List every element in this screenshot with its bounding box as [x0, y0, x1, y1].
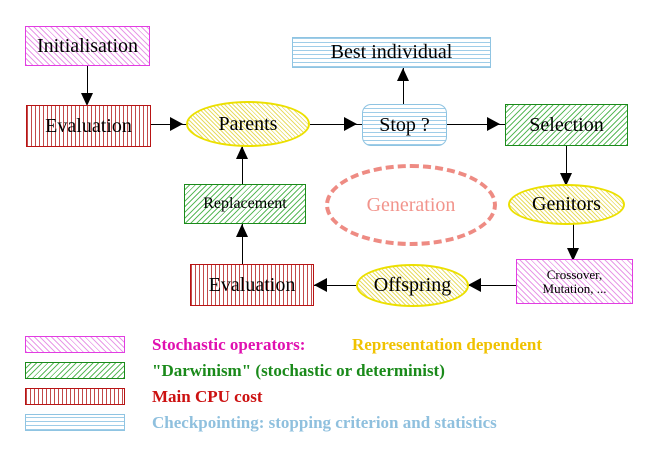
node-replacement[interactable]: Replacement: [184, 184, 306, 224]
node-initialisation-label: Initialisation: [36, 34, 139, 57]
node-crossover-mutation[interactable]: Crossover, Mutation, ...: [516, 259, 633, 304]
legend-label-stochastic: Stochastic operators:: [152, 335, 306, 354]
legend-swatch-magenta: [25, 336, 125, 353]
legend-swatch-blue: [25, 414, 125, 431]
node-genitors[interactable]: Genitors: [508, 184, 625, 225]
legend-label-darwinism: "Darwinism" (stochastic or determinist): [152, 361, 445, 380]
arrowhead-selection-to-genitors: [560, 173, 572, 186]
node-evaluation-top[interactable]: Evaluation: [26, 105, 151, 147]
legend-row-checkpointing: Checkpointing: stopping criterion and st…: [0, 413, 662, 440]
node-evaluation-top-label: Evaluation: [45, 114, 132, 137]
legend-label-representation: Representation dependent: [352, 335, 542, 354]
legend-row-stochastic: Stochastic operators: Representation dep…: [0, 335, 662, 362]
node-best-individual-label: Best individual: [330, 41, 453, 63]
arrowhead-init-to-eval: [81, 93, 93, 106]
arrowhead-crossover-to-offspring: [468, 278, 481, 292]
node-parents-label: Parents: [218, 112, 278, 135]
edge-parents-to-stop: [310, 124, 363, 125]
edge-init-to-eval: [87, 66, 88, 98]
arrowhead-parents-to-stop: [344, 117, 357, 131]
node-offspring-label: Offspring: [373, 274, 452, 296]
node-crossover-label-line2: Mutation, ...: [542, 280, 607, 296]
node-offspring[interactable]: Offspring: [356, 264, 469, 307]
edge-stop-to-selection: [447, 124, 507, 125]
legend-swatch-red: [25, 388, 125, 405]
legend-label-cpu: Main CPU cost: [152, 387, 263, 406]
legend-swatch-green: [25, 362, 125, 379]
node-parents[interactable]: Parents: [186, 101, 310, 147]
edge-stop-to-best: [403, 68, 404, 106]
arrowhead-stop-to-selection: [487, 117, 500, 131]
arrowhead-genitors-to-crossover: [567, 248, 579, 261]
node-stop[interactable]: Stop ?: [362, 104, 447, 146]
arrowhead-offspring-to-eval: [314, 278, 327, 292]
node-best-individual[interactable]: Best individual: [292, 37, 491, 68]
node-selection-label: Selection: [529, 113, 604, 136]
legend-row-darwinism: "Darwinism" (stochastic or determinist): [0, 361, 662, 388]
node-crossover-label-line1: Crossover,: [546, 266, 603, 282]
legend-label-checkpointing: Checkpointing: stopping criterion and st…: [152, 413, 497, 432]
node-evaluation-bottom-label: Evaluation: [208, 273, 296, 296]
arrowhead-eval-to-parents: [170, 117, 183, 131]
edge-replacement-to-parents: [242, 146, 243, 184]
node-generation: Generation: [325, 164, 497, 246]
node-replacement-label: Replacement: [203, 194, 287, 212]
legend: Stochastic operators: Representation dep…: [0, 335, 662, 440]
node-selection[interactable]: Selection: [505, 104, 628, 146]
edge-offspring-to-eval: [314, 285, 357, 286]
node-evaluation-bottom[interactable]: Evaluation: [190, 264, 314, 306]
arrowhead-replacement-to-parents: [236, 146, 248, 159]
edge-selection-to-genitors: [566, 146, 567, 186]
node-initialisation[interactable]: Initialisation: [25, 26, 150, 66]
node-genitors-label: Genitors: [532, 193, 601, 215]
node-stop-label: Stop ?: [379, 113, 430, 136]
legend-row-cpu: Main CPU cost: [0, 387, 662, 414]
edge-crossover-to-offspring: [468, 285, 517, 286]
edge-genitors-to-crossover: [573, 224, 574, 260]
arrowhead-stop-to-best: [397, 68, 409, 81]
edge-eval-to-replacement: [242, 224, 243, 265]
arrowhead-eval-to-replacement: [236, 224, 248, 237]
node-generation-label: Generation: [366, 193, 456, 216]
